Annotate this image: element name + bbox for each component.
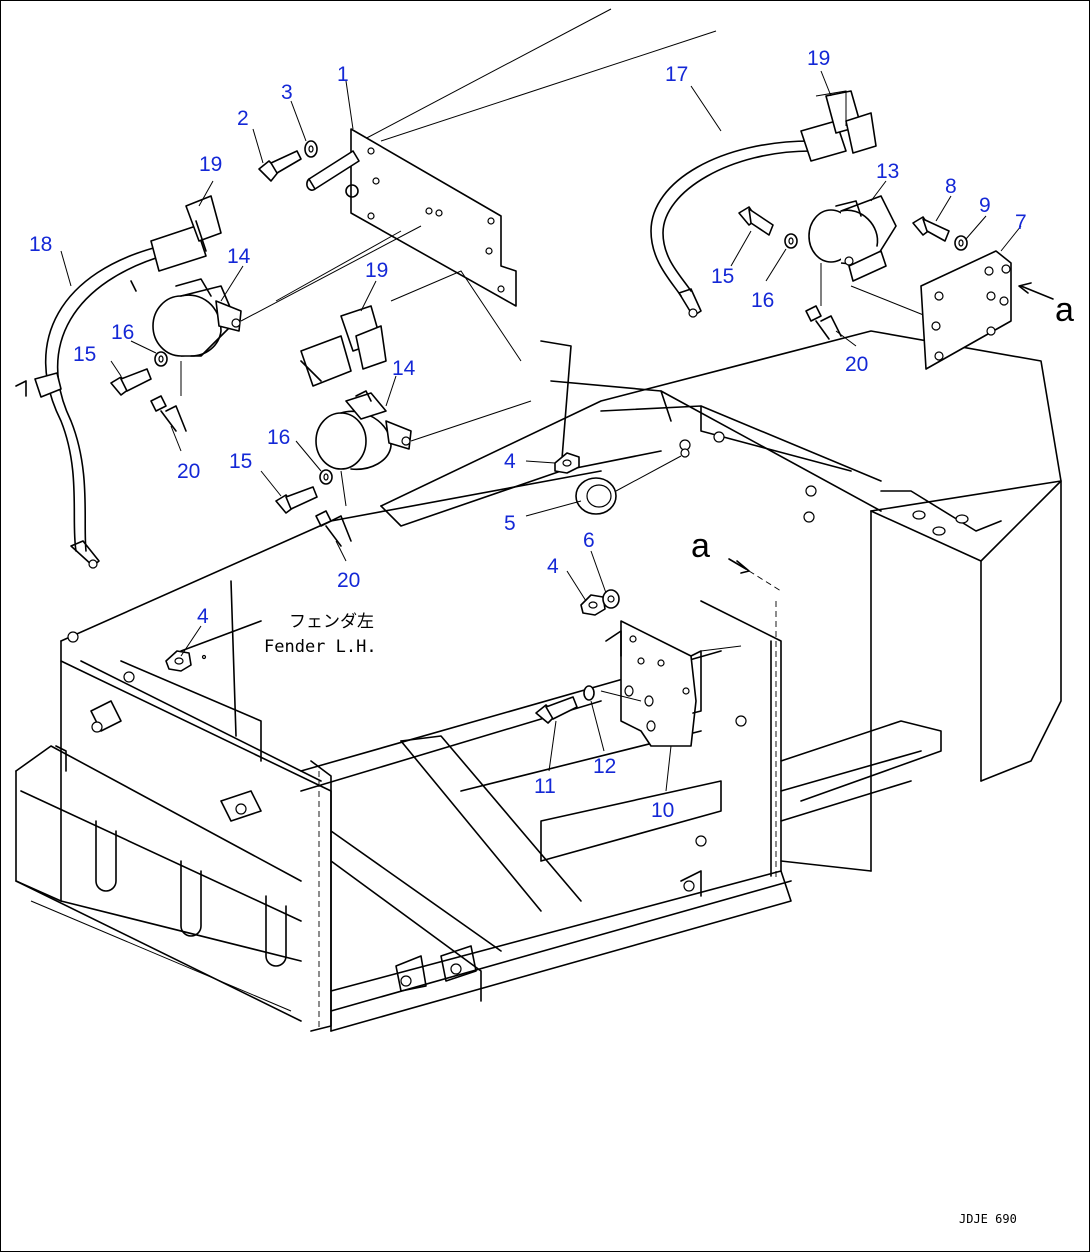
nut-part-4-left[interactable] [165,650,192,672]
bolt-part-15-left[interactable] [110,368,152,396]
callout-12[interactable]: 12 [593,755,616,778]
bolt-part-8[interactable] [912,216,950,242]
callout-4-middle[interactable]: 4 [547,555,559,578]
bracket-part-10[interactable] [605,620,702,747]
cable-boot-part-19-center[interactable] [300,305,387,387]
callout-16-center[interactable]: 16 [267,426,290,449]
solenoid-part-13[interactable] [808,195,897,282]
callout-19-left[interactable]: 19 [199,153,222,176]
washer-part-16-right[interactable] [784,233,798,249]
callout-7[interactable]: 7 [1015,211,1027,234]
view-marker-a-middle: a [691,527,710,565]
callout-20-right[interactable]: 20 [845,353,868,376]
plate-part-1[interactable] [306,128,517,307]
bolt-part-2[interactable] [258,150,302,182]
nut-part-4-middle[interactable] [580,594,606,616]
callout-20-center[interactable]: 20 [337,569,360,592]
nut-part-4-top[interactable] [554,452,580,474]
machine-frame [15,8,1062,1032]
callout-2[interactable]: 2 [237,107,249,130]
callout-19-center[interactable]: 19 [365,259,388,282]
callout-6[interactable]: 6 [583,529,595,552]
callout-15-center[interactable]: 15 [229,450,252,473]
callout-8[interactable]: 8 [945,175,957,198]
cable-part-17[interactable] [650,140,812,318]
callout-20-left[interactable]: 20 [177,460,200,483]
callout-numbers: 1 2 3 4 4 4 5 6 7 8 9 10 11 12 13 14 14 … [29,47,1027,822]
callout-13[interactable]: 13 [876,160,899,183]
solenoid-part-14-left[interactable] [152,278,242,357]
washer-part-12[interactable] [583,685,595,701]
washer-part-16-center[interactable] [319,469,333,485]
drawing-code: JDJE 690 [959,1212,1017,1226]
cable-boot-part-19-left[interactable] [130,195,222,292]
callout-10[interactable]: 10 [651,799,674,822]
callout-14-left[interactable]: 14 [227,245,251,268]
callout-leaders [60,70,1022,792]
terminal-part-20-right[interactable] [805,305,842,340]
callout-9[interactable]: 9 [979,194,991,217]
view-marker-a-right: a [1055,291,1074,329]
seal-part-5[interactable] [575,477,617,515]
callout-1[interactable]: 1 [337,63,349,86]
callout-16-right[interactable]: 16 [751,289,774,312]
view-arrow-a-middle [728,558,782,592]
washer-part-9[interactable] [954,235,968,251]
frame-bolt-holes [67,431,817,987]
callout-11[interactable]: 11 [534,775,556,798]
callout-15-right[interactable]: 15 [711,265,734,288]
terminal-part-20-left[interactable] [150,395,187,432]
callout-15-left[interactable]: 15 [73,343,96,366]
washer-part-3[interactable] [304,140,318,158]
callout-17[interactable]: 17 [665,63,688,86]
plate-part-7[interactable] [920,250,1012,370]
washer-part-6[interactable] [602,589,620,609]
callout-3[interactable]: 3 [281,81,293,104]
bolt-part-15-right[interactable] [738,206,774,236]
callout-16-left[interactable]: 16 [111,321,134,344]
bolt-part-15-center[interactable] [275,486,318,514]
terminal-part-20-center[interactable] [315,510,352,547]
callout-5[interactable]: 5 [504,512,516,535]
cable-boot-part-19-right[interactable] [800,90,877,162]
callout-4-top[interactable]: 4 [504,450,516,473]
washer-part-16-left[interactable] [154,351,168,367]
cable-part-18[interactable] [15,245,170,569]
view-arrow-a-right [1018,282,1054,300]
callout-14-center[interactable]: 14 [392,357,416,380]
callout-4-left[interactable]: 4 [197,605,209,628]
callout-18[interactable]: 18 [29,233,52,256]
callout-19-right[interactable]: 19 [807,47,830,70]
solenoid-part-14-center[interactable] [315,390,412,471]
fender-label-english: Fender L.H. [264,637,377,657]
bolt-part-11[interactable] [535,696,578,724]
fender-label-japanese: フェンダ左 [289,612,374,632]
